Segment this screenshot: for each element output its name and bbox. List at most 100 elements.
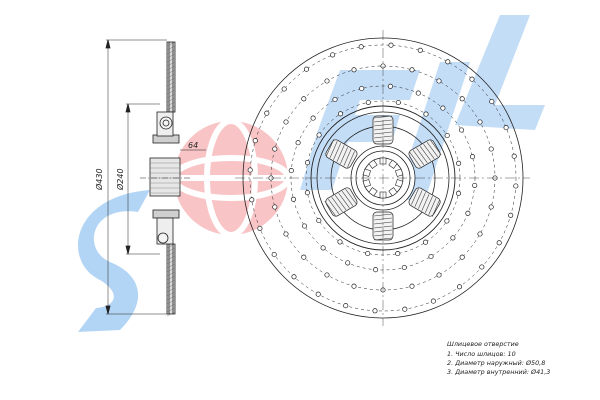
hub-dimension-label: 64 (188, 141, 198, 150)
outer-diameter-label: Ø430 (94, 168, 104, 191)
rivet-hole (469, 76, 475, 82)
spline-tooth (395, 168, 404, 177)
rivet-hole (257, 225, 263, 231)
rivet-hole (422, 239, 429, 245)
rivet-hole (455, 190, 462, 196)
watermark-letter-s (78, 190, 150, 332)
rivet-hole (444, 132, 450, 139)
rivet-hole (401, 264, 407, 271)
rivet-hole (458, 127, 465, 133)
rivet-hole (513, 183, 519, 189)
rivet-hole (304, 190, 310, 196)
rivet-hole (409, 67, 415, 73)
rivet-hole (456, 160, 462, 166)
damper-springs (324, 115, 442, 241)
rivet-hole (417, 47, 423, 53)
damper-spring (408, 187, 441, 217)
rivet-hole (351, 67, 357, 73)
spline-tooth (368, 187, 378, 197)
rivet-hole (359, 85, 365, 92)
rivet-hole (365, 99, 371, 105)
notes-line-2: 2. Диаметр наружный: Ø50,8 (447, 359, 545, 367)
rivet-hole (472, 182, 478, 188)
rivet-hole (395, 251, 401, 257)
rivet-hole (316, 217, 322, 224)
rivet-hole (488, 204, 494, 210)
spline-hole (362, 157, 404, 199)
watermark-letter-i (395, 62, 470, 200)
spline-tooth (395, 179, 404, 188)
spline-tooth (362, 168, 371, 177)
rivet-hole (444, 218, 450, 224)
rivet-hole (415, 90, 421, 96)
rivet-hole (271, 251, 277, 258)
watermark-letter-f (300, 70, 420, 190)
rivet-hole (469, 154, 476, 160)
rivet-hole (479, 264, 485, 270)
rivet-hole (511, 153, 517, 159)
rivet-hole (477, 119, 483, 125)
rivet-hole (409, 283, 415, 289)
rivet-hole (330, 52, 336, 58)
rivet-hole (315, 291, 321, 297)
notes-title: Шлицевое отверстие (447, 340, 519, 348)
rivet-hole (304, 160, 311, 166)
damper-spring (325, 139, 358, 169)
spline-tooth (388, 159, 398, 169)
rivet-hole (332, 96, 338, 103)
damper-spring (408, 139, 442, 169)
rivet-hole (310, 115, 316, 121)
rivet-hole (337, 111, 344, 117)
notes-line-1: 1. Число шлицов: 10 (447, 350, 516, 358)
rivet-hole (496, 240, 502, 246)
rivet-hole (428, 253, 434, 260)
rivet-hole (295, 140, 301, 146)
rivet-hole (345, 260, 351, 266)
rivet-hole (489, 98, 495, 105)
rivet-hole (436, 272, 442, 278)
notes-line-3: 3. Диаметр внутренний: Ø41,3 (447, 368, 550, 376)
rivet-hole (430, 298, 436, 304)
rivet-hole (488, 146, 494, 152)
rivet-hole (301, 223, 308, 229)
rivet-hole (440, 105, 446, 111)
rivet-hole (288, 168, 294, 174)
rivet-hole (402, 306, 408, 312)
rivet-hole (459, 254, 465, 260)
rivet-hole (459, 96, 465, 102)
rivet-hole (264, 110, 270, 116)
rivet-hole (249, 197, 255, 203)
rivet-hole (508, 212, 514, 218)
rivet-hole (301, 254, 307, 260)
rivet-hole (465, 210, 471, 216)
watermark-letter-l (455, 15, 545, 130)
rivet-hole (247, 167, 253, 173)
front-disc-view (235, 30, 530, 326)
rivet-hole (450, 235, 456, 241)
rivet-hole (301, 96, 307, 102)
inner-diameter-label: Ø240 (115, 168, 125, 191)
rivet-hole (337, 239, 343, 245)
rivet-hole (316, 132, 322, 138)
rivet-hole (373, 267, 379, 273)
rivet-hole (272, 146, 278, 152)
spline-tooth (362, 179, 371, 188)
rivet-hole (395, 99, 401, 106)
rivet-hole (303, 66, 310, 72)
rivet-hole (290, 196, 297, 202)
rivet-hole (436, 78, 442, 84)
spline-tooth (388, 187, 398, 197)
rivet-hole (365, 250, 371, 257)
rivet-hole (324, 272, 330, 278)
rivet-hole (281, 86, 287, 92)
rivet-hole (372, 308, 378, 314)
rivet-hole (324, 78, 330, 84)
rivet-hole (445, 59, 451, 65)
spline-tooth (368, 159, 378, 169)
rivet-hole (503, 125, 509, 131)
rivet-hole (456, 284, 463, 290)
rivet-hole (320, 245, 326, 251)
rivet-hole (387, 83, 393, 89)
